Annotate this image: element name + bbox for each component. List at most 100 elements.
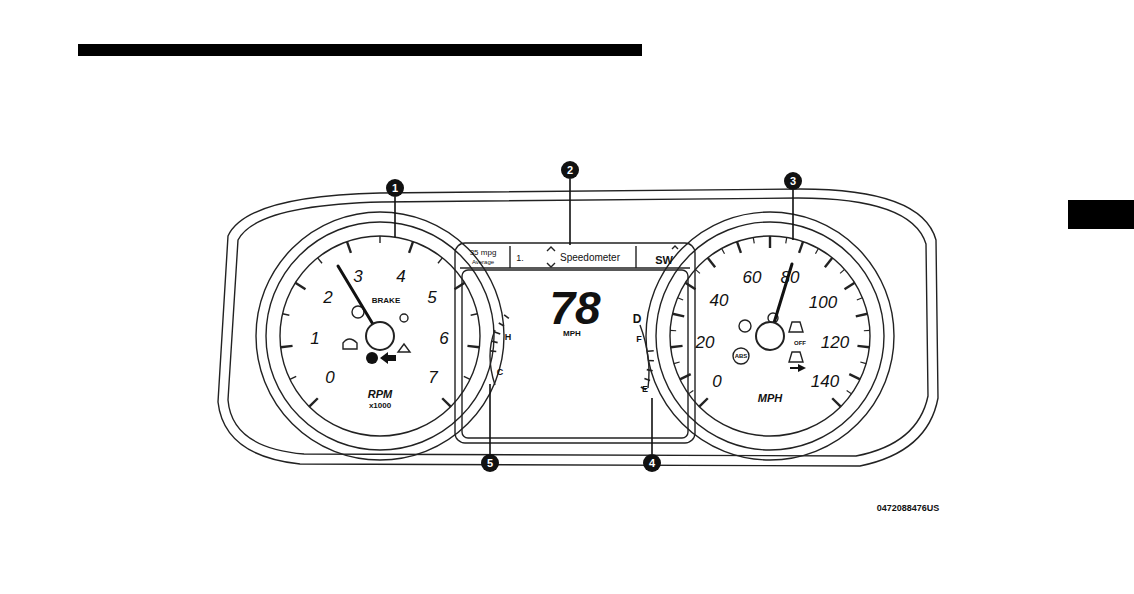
gauge-tick [695, 269, 699, 273]
callout-circle [481, 454, 499, 472]
tach-scale: 7 [428, 369, 437, 386]
foglamp-icon [739, 320, 751, 332]
speedo-unit: MPH [758, 393, 782, 404]
speedo-scale: 0 [712, 373, 721, 390]
gauge-tick [670, 330, 676, 332]
icon-text: ABS [735, 353, 748, 359]
gauge-tick [495, 332, 501, 334]
fuel-mark: D [633, 313, 642, 325]
tach-face [280, 236, 480, 436]
tach-scale: 3 [353, 268, 362, 285]
tach-ring [266, 222, 494, 450]
gauge-tick [309, 398, 317, 406]
speedo-ring [656, 222, 884, 450]
display-divider [635, 246, 636, 268]
speedo-scale: 140 [811, 373, 839, 390]
gauge-ticks [281, 236, 870, 407]
gauge-tick [455, 283, 465, 289]
speedo-scale: 80 [781, 269, 800, 286]
sw-arrow [672, 246, 678, 249]
gauge-tick [722, 248, 725, 253]
tach-scale: 5 [427, 289, 436, 306]
speedo-face [670, 236, 870, 436]
gauge-tick [290, 376, 296, 379]
gauge-tick [647, 370, 653, 371]
gauge-tick [467, 346, 479, 347]
gauge-tick [318, 258, 322, 263]
callout-number: 3 [790, 176, 796, 187]
callout-number: 4 [649, 458, 655, 469]
gauge-tick [708, 258, 715, 267]
gauge-tick [644, 378, 650, 380]
gauge-tick [847, 390, 852, 393]
gauge-tick [409, 242, 413, 253]
temp-gauge-arc [490, 330, 495, 385]
gauge-tick [832, 398, 840, 406]
display-text: Average [472, 259, 494, 265]
cluster-housing [218, 189, 938, 466]
gauge-tick [471, 314, 478, 316]
callout-number: 2 [567, 165, 573, 176]
gauge-tick [769, 236, 771, 248]
gauge-tick [860, 362, 866, 364]
speedo-scale: 100 [809, 294, 837, 311]
speedo-hub [756, 322, 784, 350]
leader-line [489, 384, 491, 454]
section-tab [1068, 200, 1134, 229]
callout-number: 5 [487, 458, 493, 469]
turn-right-arrow [790, 364, 806, 372]
gauge-tick [699, 398, 707, 406]
display-divider [460, 267, 690, 268]
tach-scale: 2 [323, 289, 332, 306]
cluster-housing-inner [228, 198, 928, 456]
gauge-tick [504, 315, 509, 319]
gauge-tick [678, 298, 684, 300]
fuel-mark: F [636, 335, 642, 344]
tach-scale: 0 [325, 369, 334, 386]
callout-circle [784, 172, 802, 190]
gauge-tick [840, 269, 844, 273]
gauge-tick [680, 374, 691, 379]
tach-scale: 4 [396, 268, 405, 285]
speedo-scale: 60 [743, 269, 762, 286]
turn-left-arrow [380, 352, 396, 364]
gauge-tick [674, 362, 680, 364]
display-text: 1. [516, 254, 524, 263]
gauge-tick [856, 314, 868, 317]
gauge-tick [737, 242, 741, 253]
leader-line [792, 190, 794, 240]
tach-unit: RPM [368, 389, 392, 400]
gauge-tick [295, 283, 305, 289]
tach-scale: 6 [439, 330, 448, 347]
gauge-tick [464, 376, 470, 379]
display-bezel [455, 243, 695, 443]
display-text: SW [655, 255, 673, 266]
gauge-tick [438, 258, 442, 263]
airbag-icon [400, 314, 408, 322]
callout-number: 1 [392, 183, 398, 194]
display-text: Speedometer [560, 253, 620, 263]
display-speed: MPH [563, 330, 581, 338]
gauge-tick [786, 237, 787, 243]
gauge-tick [283, 314, 290, 316]
callout-circle [561, 161, 579, 179]
gauge-tick [347, 242, 351, 253]
gauge-tick [442, 398, 450, 406]
scroll-arrows [547, 247, 555, 267]
display-divider [509, 246, 510, 268]
gauge-tick [379, 236, 380, 243]
gauge-tick [799, 242, 803, 253]
gauge-tick [490, 350, 496, 352]
gauge-tick [673, 314, 685, 317]
temp-mark: H [505, 333, 512, 342]
gauge-tick [753, 237, 754, 243]
brake-label: BRAKE [372, 297, 400, 305]
abs-icon [733, 348, 749, 364]
callout-circle [386, 179, 404, 197]
gauge-tick [857, 346, 869, 347]
display-text: 35 mpg [470, 249, 497, 257]
leader-line [394, 197, 396, 237]
gauge-tick [857, 298, 863, 300]
display-speed: 78 [549, 285, 600, 331]
